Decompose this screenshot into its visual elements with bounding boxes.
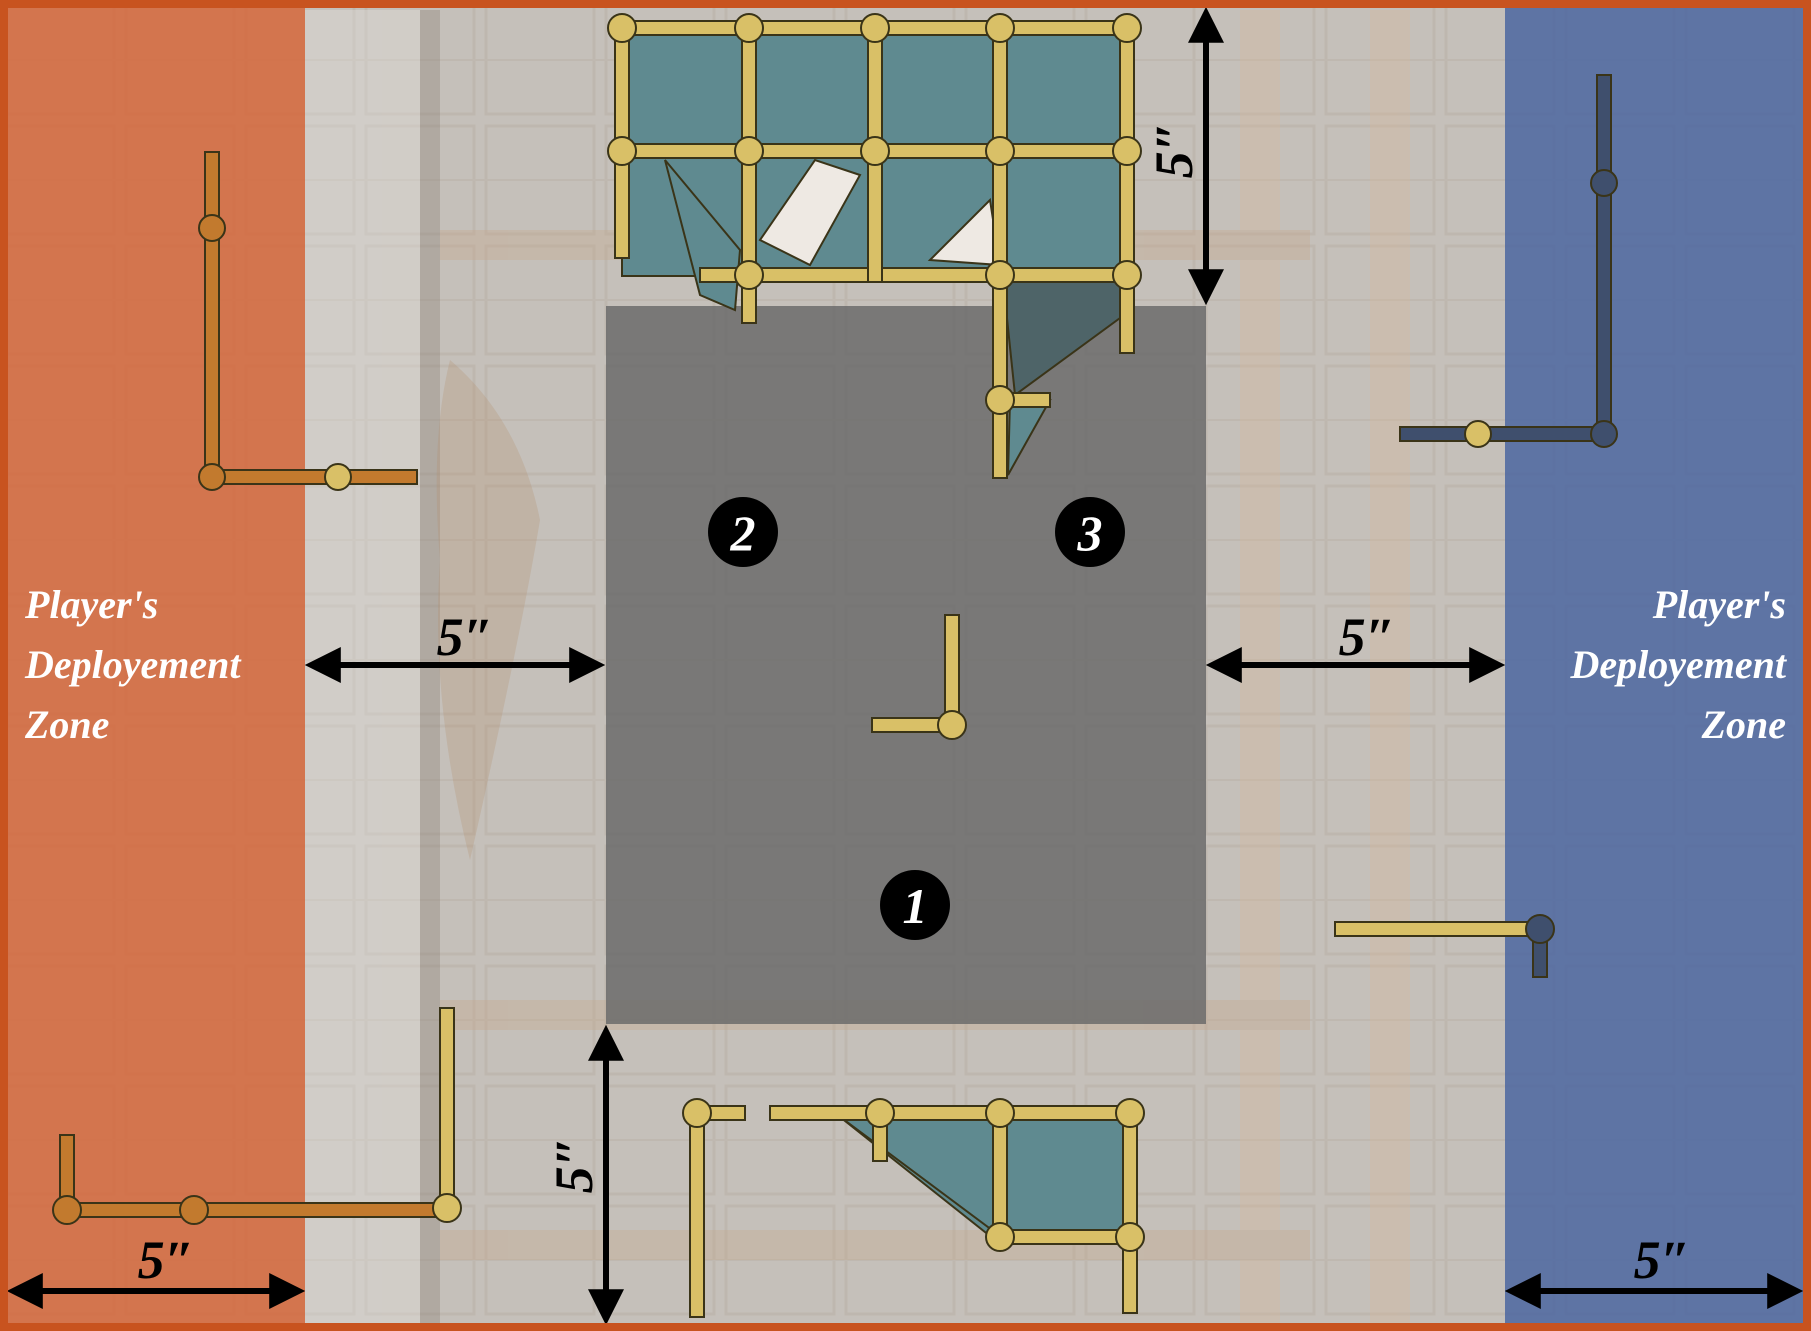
objective-marker-1[interactable]: 1: [880, 870, 950, 940]
measure-gap-left: 5″: [437, 607, 494, 667]
measure-gap-right: 5″: [1339, 607, 1396, 667]
svg-text:Zone: Zone: [24, 702, 109, 747]
objective-number: 1: [903, 878, 928, 934]
objective-marker-3[interactable]: 3: [1055, 497, 1125, 567]
measure-gap-top: 5″: [1144, 122, 1204, 179]
measure-gap-bottom: 5″: [544, 1137, 604, 1194]
svg-text:Zone: Zone: [1701, 702, 1786, 747]
objective-number: 2: [730, 505, 756, 561]
svg-text:Deployement: Deployement: [1570, 642, 1788, 687]
measure-zone-right: 5″: [1634, 1230, 1691, 1290]
measure-zone-left: 5″: [138, 1230, 195, 1290]
objective-number: 3: [1077, 505, 1103, 561]
svg-text:Deployement: Deployement: [24, 642, 242, 687]
svg-text:Player's: Player's: [24, 582, 158, 627]
svg-text:Player's: Player's: [1652, 582, 1786, 627]
objective-marker-2[interactable]: 2: [708, 497, 778, 567]
